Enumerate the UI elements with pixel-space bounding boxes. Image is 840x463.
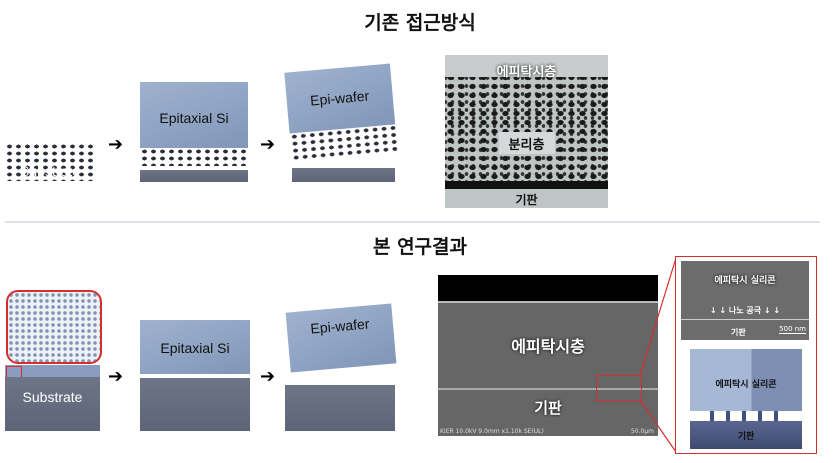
sem-image-conventional: 에피탁시층 분리층 기판 (445, 55, 608, 208)
arrow-icon: ➔ (108, 134, 124, 155)
sem-substrate-label: 기판 (534, 399, 562, 417)
porous-surface (5, 365, 100, 377)
inset-scale-bar: 500 nm (779, 325, 806, 334)
sem-substrate-label: 기판 (515, 193, 538, 207)
inset-substrate-label: 기판 (731, 328, 746, 337)
model-epi-silicon-label: 에피탁시 실리콘 (715, 380, 777, 390)
zoom-detail-panel: 에피탁시 실리콘 ↓ ↓ 나노 공극 ↓ ↓ 기판 500 nm 에피탁시 실리… (675, 256, 817, 454)
arrow-icon: ➔ (108, 366, 124, 387)
substrate-base (140, 378, 250, 431)
substrate-base (292, 168, 395, 182)
nano-voids-row: ↓ ↓ 나노 공극 ↓ ↓ (709, 306, 781, 315)
substrate-block-3d: 기판 (690, 421, 802, 449)
nano-pillars (710, 411, 780, 421)
inset-epi-silicon-label: 에피탁시 실리콘 (714, 276, 776, 286)
sem-epi-layer-label: 에피탁시층 (511, 337, 585, 356)
substrate-label: Substrate (20, 163, 80, 179)
epitaxial-label: Epitaxial Si (160, 340, 230, 356)
epi-silicon-cube: 에피탁시 실리콘 (690, 349, 802, 411)
substrate-label: Substrate (22, 389, 83, 405)
zoom-inset-porous (6, 290, 102, 364)
arrow-icon: ➔ (260, 366, 276, 387)
substrate-base (285, 385, 395, 431)
substrate-block: Substrate (5, 143, 95, 181)
inset-nano-voids-label: 나노 공극 (728, 306, 762, 315)
arrow-icon: ➔ (260, 134, 276, 155)
epitaxial-si-block: Epitaxial Si (140, 82, 248, 148)
sem-info-bar: KIER 10.0kV 9.0mm x1.10k SE(UL) (440, 428, 544, 435)
sem-scale-label: 50.0μm (630, 428, 654, 435)
epitaxial-label: Epitaxial Si (159, 110, 229, 126)
sem-separation-layer-label: 분리층 (508, 138, 545, 153)
sem-epi-layer-label: 에피탁시층 (496, 65, 557, 80)
highlight-box (596, 375, 642, 402)
porous-layer (140, 148, 248, 166)
substrate-base (140, 170, 248, 182)
section-divider (5, 221, 820, 223)
model-substrate-label: 기판 (737, 432, 755, 442)
section-title-conventional: 기존 접근방식 (364, 12, 476, 34)
sem-inset: 에피탁시 실리콘 ↓ ↓ 나노 공극 ↓ ↓ 기판 500 nm (681, 261, 809, 340)
substrate-block: Substrate (5, 377, 100, 431)
section-title-this-study: 본 연구결과 (372, 236, 467, 258)
sem-image-this-study: 에피탁시층 기판 KIER 10.0kV 9.0mm x1.10k SE(UL)… (438, 275, 658, 436)
epitaxial-si-block: Epitaxial Si (140, 320, 250, 374)
